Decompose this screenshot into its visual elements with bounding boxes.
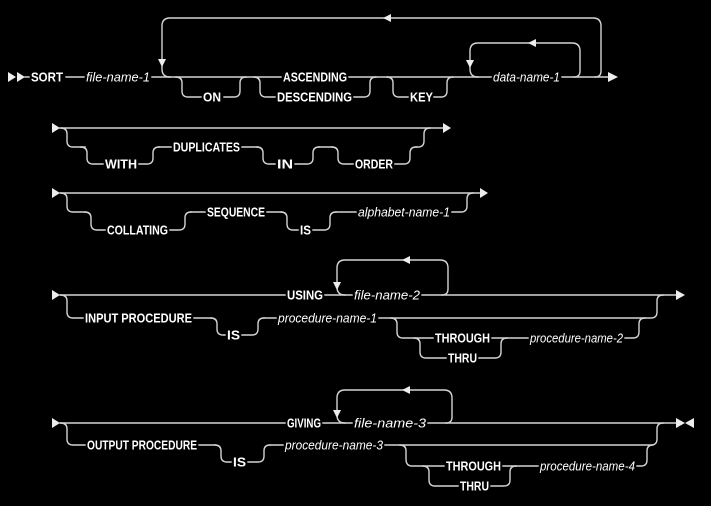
row-start-arrow-icon (52, 123, 60, 133)
row-start-arrow-icon (52, 188, 60, 198)
keyword-through: THROUGH (435, 331, 490, 346)
keyword-giving: GIVING (287, 416, 321, 431)
keyword-with: WITH (105, 157, 137, 172)
keyword-thru: THRU (460, 479, 489, 494)
row2-order-bypass-line (331, 146, 417, 165)
loop-return-arrow-icon (333, 282, 341, 290)
keyword-through: THROUGH (446, 459, 501, 474)
row5-thru-branch-line (422, 465, 517, 487)
keyword-duplicates: DUPLICATES (173, 140, 240, 155)
row5-output-procedure-branch-line (60, 422, 664, 446)
variable-file-name-1: file-name-1 (86, 70, 150, 85)
statement-start-arrow-icon (17, 72, 25, 82)
line-continue-arrow-icon (480, 188, 488, 198)
line-continue-arrow-icon (443, 123, 451, 133)
keyword-is: IS (227, 328, 240, 343)
variable-procedure-name-4: procedure-name-4 (539, 459, 635, 474)
row2-duplicates-branch-line (60, 127, 431, 148)
row2-in-bypass-line (256, 146, 320, 165)
loop-return-arrow-icon (158, 59, 166, 67)
row5-through-option-line (399, 444, 654, 467)
line-continue-arrow-icon (608, 72, 618, 82)
keyword-sequence: SEQUENCE (207, 205, 265, 220)
row1-key-bypass-line (386, 76, 454, 98)
row1-on-bypass-line (175, 76, 247, 98)
row4-file-name-2-loop-line (336, 259, 449, 296)
loop-direction-arrow-icon (402, 256, 410, 264)
row4-through-option-line (390, 317, 646, 339)
statement-end-terminator-icon (676, 418, 685, 428)
row4-is-bypass-line (210, 317, 265, 336)
row3-sequence-branch-line (60, 192, 474, 213)
loop-direction-arrow-icon (402, 386, 410, 394)
statement-start-arrow-icon (8, 72, 16, 82)
keyword-using: USING (287, 288, 323, 303)
variable-procedure-name-2: procedure-name-2 (529, 331, 624, 346)
row1-outer-loop-line (161, 17, 602, 78)
keyword-output-procedure: OUTPUT PROCEDURE (87, 438, 197, 453)
keyword-thru: THRU (448, 351, 477, 366)
variable-procedure-name-1: procedure-name-1 (277, 311, 377, 326)
row-start-arrow-icon (52, 418, 60, 428)
row1-inner-loop-line (469, 42, 581, 78)
row3-is-bypass-line (280, 211, 337, 231)
row5-file-name-3-loop-line (336, 389, 453, 424)
keyword-in: IN (277, 157, 293, 172)
statement-end-terminator-icon (685, 418, 694, 428)
row4-input-procedure-branch-line (60, 294, 664, 319)
loop-direction-arrow-icon (383, 14, 391, 22)
loop-return-arrow-icon (333, 410, 341, 418)
loop-direction-arrow-icon (528, 39, 536, 47)
loop-return-arrow-icon (466, 60, 474, 68)
keyword-key: KEY (410, 90, 433, 105)
variable-procedure-name-3: procedure-name-3 (284, 438, 384, 453)
keyword-ascending: ASCENDING (283, 70, 347, 85)
row2-with-bypass-line (80, 146, 160, 165)
keyword-order: ORDER (355, 157, 393, 172)
keyword-descending: DESCENDING (277, 90, 352, 105)
keyword-input-procedure: INPUT PROCEDURE (85, 311, 192, 326)
row4-thru-branch-line (413, 337, 508, 359)
variable-file-name-2: file-name-2 (354, 288, 421, 303)
variable-alphabet-name-1: alphabet-name-1 (358, 205, 450, 220)
keyword-is: IS (233, 455, 246, 470)
keyword-collating: COLLATING (107, 223, 168, 238)
keyword-sort: SORT (31, 70, 63, 85)
variable-data-name-1: data-name-1 (493, 70, 560, 85)
row5-is-bypass-line (214, 444, 271, 463)
row-start-arrow-icon (52, 290, 60, 300)
row3-collating-bypass-line (84, 211, 192, 231)
line-continue-arrow-icon (676, 290, 685, 300)
row1-descending-branch-line (253, 76, 377, 98)
keyword-on: ON (203, 90, 221, 105)
variable-file-name-3: file-name-3 (354, 416, 427, 431)
keyword-is: IS (300, 223, 311, 238)
